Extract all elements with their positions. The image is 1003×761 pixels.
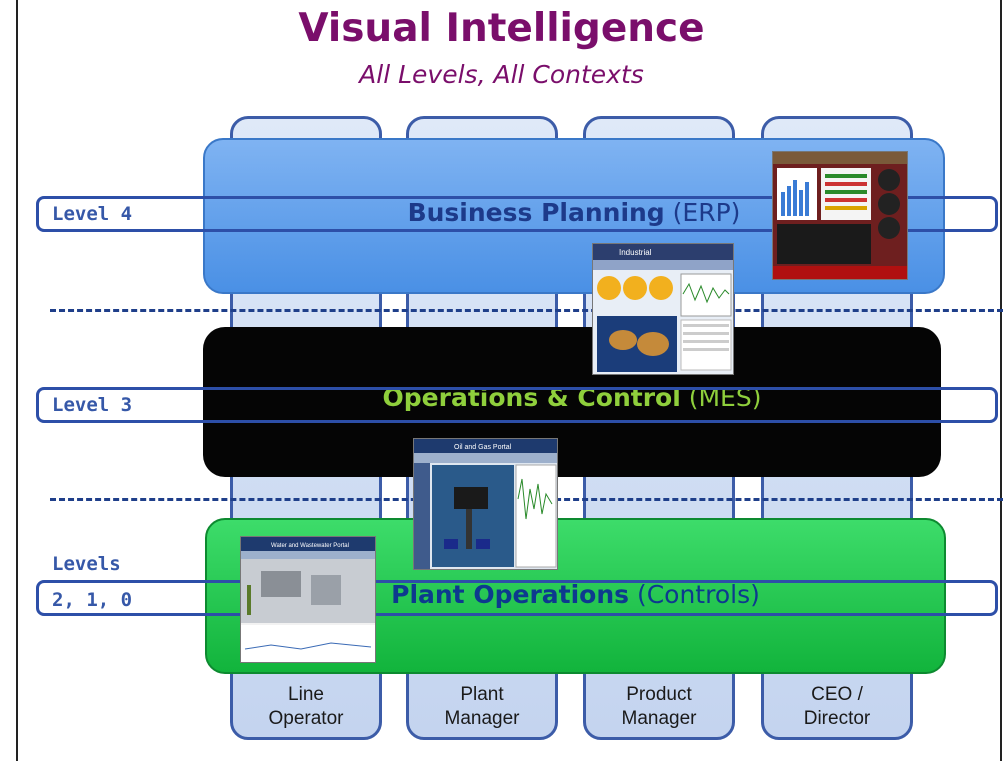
layer-label-controls: Plant Operations (Controls) [207, 580, 944, 609]
frame-right-border [1000, 0, 1002, 761]
layer-label-bold: Plant Operations [391, 580, 630, 609]
thumbnail-oil-gas-portal: Oil and Gas Portal [413, 438, 558, 570]
erp-dashboard-image [773, 152, 907, 279]
diagram-subtitle: All Levels, All Contexts [359, 60, 644, 89]
levels-label: Levels [52, 553, 121, 575]
thumbnail-header-text: Industrial [619, 248, 652, 257]
level-band-3 [36, 387, 998, 423]
column-label: CEO / Director [764, 683, 910, 731]
water-portal-image: Water and Wastewater Portal [241, 537, 375, 662]
level-band-4 [36, 196, 998, 232]
layer-label-erp: Business Planning (ERP) [205, 198, 943, 227]
thumbnail-water-portal: Water and Wastewater Portal [240, 536, 376, 663]
level-band-2-1-0 [36, 580, 998, 616]
column-label-line1: Line [288, 684, 324, 705]
layer-label-bold: Business Planning [407, 198, 665, 227]
layer-label-suffix: (Controls) [629, 580, 760, 609]
column-label: Plant Manager [409, 683, 555, 731]
level-3-label: Level 3 [52, 394, 133, 416]
column-label-line2: Manager [621, 708, 697, 729]
thumbnail-header-text: Oil and Gas Portal [454, 444, 512, 451]
diagram-title: Visual Intelligence [298, 6, 705, 51]
separator-level4-level3 [50, 309, 1003, 312]
level-4-label: Level 4 [52, 203, 133, 225]
layer-operations-control: Operations & Control (MES) [203, 327, 941, 477]
column-label: Line Operator [233, 683, 379, 731]
oil-gas-portal-image: Oil and Gas Portal [414, 439, 557, 569]
column-label-line1: CEO / [811, 684, 863, 705]
column-label-line2: Director [803, 708, 871, 729]
thumbnail-header-text: Water and Wastewater Portal [271, 543, 349, 549]
column-label: Product Manager [586, 683, 732, 731]
column-label-line1: Product [626, 684, 692, 705]
thumbnail-mes-dashboard: Industrial [592, 243, 734, 375]
mes-dashboard-image: Industrial [593, 244, 733, 372]
column-label-line2: Manager [444, 708, 520, 729]
thumbnail-erp-dashboard [772, 151, 908, 280]
column-label-line1: Plant [460, 684, 504, 705]
layer-label-suffix: (ERP) [664, 198, 741, 227]
column-label-line2: Operator [268, 708, 344, 729]
levels-values-label: 2, 1, 0 [52, 589, 133, 611]
frame-left-border [16, 0, 18, 761]
